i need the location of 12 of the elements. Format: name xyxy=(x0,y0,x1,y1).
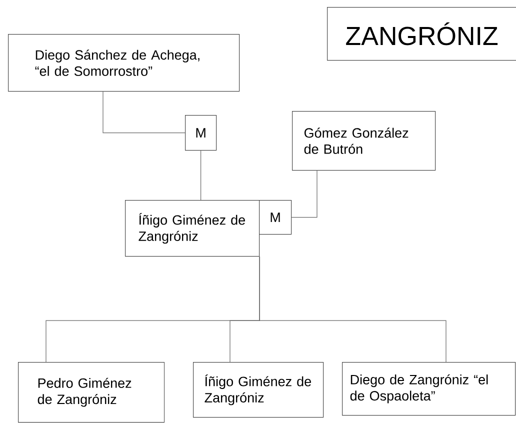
marriage-box: M xyxy=(259,200,292,235)
connector-line xyxy=(291,170,318,218)
person-box: Gómez González de Butrón xyxy=(292,111,436,171)
connector-line xyxy=(259,256,446,362)
person-box: Íñigo Giménez de Zangróniz xyxy=(193,362,324,418)
connector-line xyxy=(102,91,186,134)
connector-line xyxy=(200,150,202,200)
person-box: Pedro Giménez de Zangróniz xyxy=(18,362,165,423)
person-box: Diego de Zangróniz “el de Ospaoleta” xyxy=(342,362,516,416)
person-box: Diego Sánchez de Achega, “el de Somorrostro” xyxy=(8,34,240,92)
marriage-box: M xyxy=(185,115,217,151)
title-box: ZANGRÓNIZ xyxy=(327,7,516,61)
